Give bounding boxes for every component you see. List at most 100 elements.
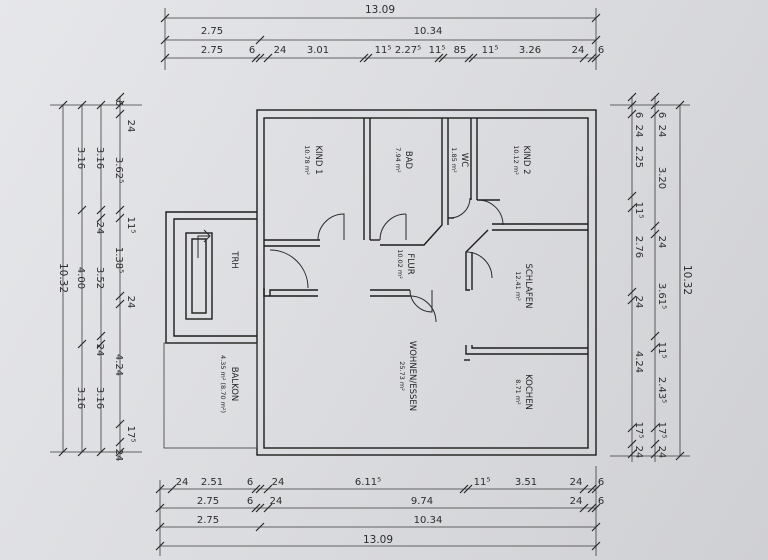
dim-right-c1-8: 24 (633, 446, 644, 459)
room-trh-label: TRH (229, 250, 239, 269)
room-kochen-area: 8.71 m² (514, 379, 522, 405)
dim-bot-r2-4: 24 (570, 496, 583, 507)
dim-right-c1-4: 2.76 (633, 236, 644, 258)
dim-left-c4-2: 3.62⁵ (113, 157, 124, 183)
dim-top-balcony: 2.75 (201, 26, 223, 37)
room-wc-area: 1.85 m² (450, 147, 458, 173)
dim-left-c4-1: 24 (125, 120, 136, 133)
dim-right-c2-8: 24 (656, 446, 667, 459)
dim-right-c1-5: 24 (633, 296, 644, 309)
dim-top-r3-7: 85 (454, 45, 467, 56)
dim-top-r3-9: 3.26 (519, 45, 541, 56)
dim-bot-r1-6: 3.51 (515, 477, 537, 488)
dim-right-c2-6: 2.43⁵ (656, 377, 667, 403)
dim-bot-r1-3: 24 (272, 477, 285, 488)
dim-bot-total: 13.09 (363, 534, 393, 546)
dim-top-r3-8: 11⁵ (482, 45, 499, 56)
dim-left-c2-0: 3.16 (75, 147, 86, 169)
room-kind2-area: 10.12 m² (512, 145, 520, 175)
dim-left-c3-2: 3.52 (94, 267, 105, 289)
dim-bot-r3-1: 10.34 (414, 515, 443, 526)
dim-right-c2-3: 24 (656, 236, 667, 249)
dim-left-c2-1: 4.00 (75, 267, 86, 289)
room-bad-label: BAD (403, 151, 413, 170)
dim-bot-r1-2: 6 (247, 477, 253, 488)
top-dimension-chains: 13.09 2.75 10.34 2.75 6 24 3.01 11⁵ 2.27 (160, 4, 604, 70)
room-kind2-label: KIND 2 (521, 145, 531, 174)
dim-top-r3-11: 6 (598, 45, 604, 56)
dim-right-total: 10.32 (681, 265, 693, 295)
dim-right-c1-7: 17⁵ (633, 422, 644, 439)
room-wohnen-area: 25.73 m² (398, 361, 406, 391)
dim-bot-r1-4: 6.11⁵ (355, 477, 381, 488)
dim-bot-r2-2: 24 (270, 496, 283, 507)
dim-top-r3-10: 24 (572, 45, 585, 56)
dim-left-total: 10.32 (57, 263, 69, 293)
room-flur-area: 10.02 m² (396, 249, 404, 279)
dim-top-r3-2: 24 (274, 45, 287, 56)
dim-top-house: 10.34 (414, 26, 443, 37)
dim-right-c2-4: 3.61⁵ (656, 283, 667, 309)
room-schlafen-label: SCHLAFEN (523, 263, 533, 308)
dim-top-r3-6: 11⁵ (429, 45, 446, 56)
dim-left-c4-4: 1.38⁵ (113, 247, 124, 273)
dim-bot-r2-0: 2.75 (197, 496, 219, 507)
dim-bot-r2-3: 9.74 (411, 496, 433, 507)
room-wc-label: WC (459, 153, 469, 167)
dim-left-c4-0: 6 (113, 100, 124, 106)
dim-right-c2-5: 11⁵ (656, 342, 667, 359)
right-dimension-chains: 6 24 2.25 11⁵ 2.76 24 4.24 17⁵ 24 6 24 3… (610, 92, 693, 462)
dim-bot-r2-5: 6 (598, 496, 604, 507)
dim-bot-r1-8: 6 (598, 477, 604, 488)
dim-right-c1-1: 24 (633, 125, 644, 138)
dim-right-c2-1: 24 (656, 125, 667, 138)
dim-top-r3-0: 2.75 (201, 45, 223, 56)
dim-left-c3-3: 24 (94, 344, 105, 357)
dim-right-c2-2: 3.20 (656, 167, 667, 189)
dim-left-c3-4: 3.16 (94, 387, 105, 409)
room-kind1-label: KIND 1 (313, 145, 323, 174)
dim-right-c1-2: 2.25 (633, 146, 644, 168)
dim-left-c2-2: 3.16 (75, 387, 86, 409)
dim-left-c4-8: 24 (113, 449, 124, 462)
dim-right-c2-0: 6 (656, 112, 667, 118)
dim-bot-r1-0: 24 (176, 477, 189, 488)
room-bad-area: 7.94 m² (394, 147, 402, 173)
dim-left-c4-5: 24 (125, 296, 136, 309)
room-schlafen-area: 12.41 m² (514, 271, 522, 301)
dim-top-r3-5: 2.27⁵ (395, 45, 421, 56)
room-kochen-label: KOCHEN (523, 374, 533, 410)
dim-top-r3-1: 6 (249, 45, 255, 56)
dim-left-c4-6: 4.24 (113, 354, 124, 376)
dim-left-c4-7: 17⁵ (125, 426, 136, 443)
floor-plan-walls (163, 109, 597, 456)
dim-right-c2-7: 17⁵ (656, 422, 667, 439)
dim-left-c3-0: 3.16 (94, 147, 105, 169)
dim-top-total: 13.09 (365, 4, 395, 16)
dim-right-c1-6: 4.24 (633, 351, 644, 373)
room-balkon-label: BALKON (229, 367, 239, 402)
dim-bot-r3-0: 2.75 (197, 515, 219, 526)
room-wohnen-label: WOHNEN/ESSEN (407, 341, 417, 411)
room-flur-label: FLUR (405, 253, 415, 274)
bottom-dimension-chains: 24 2.51 6 24 6.11⁵ 11⁵ 3.51 24 6 2.75 6 … (155, 466, 604, 556)
dim-bot-r1-5: 11⁵ (474, 477, 491, 488)
dim-top-r3-4: 11⁵ (375, 45, 392, 56)
dim-right-c1-0: 6 (633, 112, 644, 118)
room-labels: KIND 1 10.78 m² BAD 7.94 m² WC 1.85 m² K… (219, 145, 533, 413)
room-balkon-area: 4.35 m² (8.70 m²) (219, 355, 227, 413)
dim-right-c1-3: 11⁵ (633, 202, 644, 219)
dim-row3-ticks (160, 53, 601, 63)
dim-bot-r1-7: 24 (570, 477, 583, 488)
dim-left-c3-1: 24 (94, 222, 105, 235)
stair-arrow-icon (197, 229, 211, 258)
dim-left-c4-3: 11⁵ (125, 217, 136, 234)
dim-bot-r2-1: 6 (247, 496, 253, 507)
left-dimension-chains: 10.32 3.16 4.00 3.16 3.16 24 3.52 24 3.1… (50, 92, 142, 462)
dim-top-r3-3: 3.01 (307, 45, 329, 56)
room-kind1-area: 10.78 m² (303, 145, 311, 175)
door-swings (269, 197, 504, 323)
dim-bot-r1-1: 2.51 (201, 477, 223, 488)
